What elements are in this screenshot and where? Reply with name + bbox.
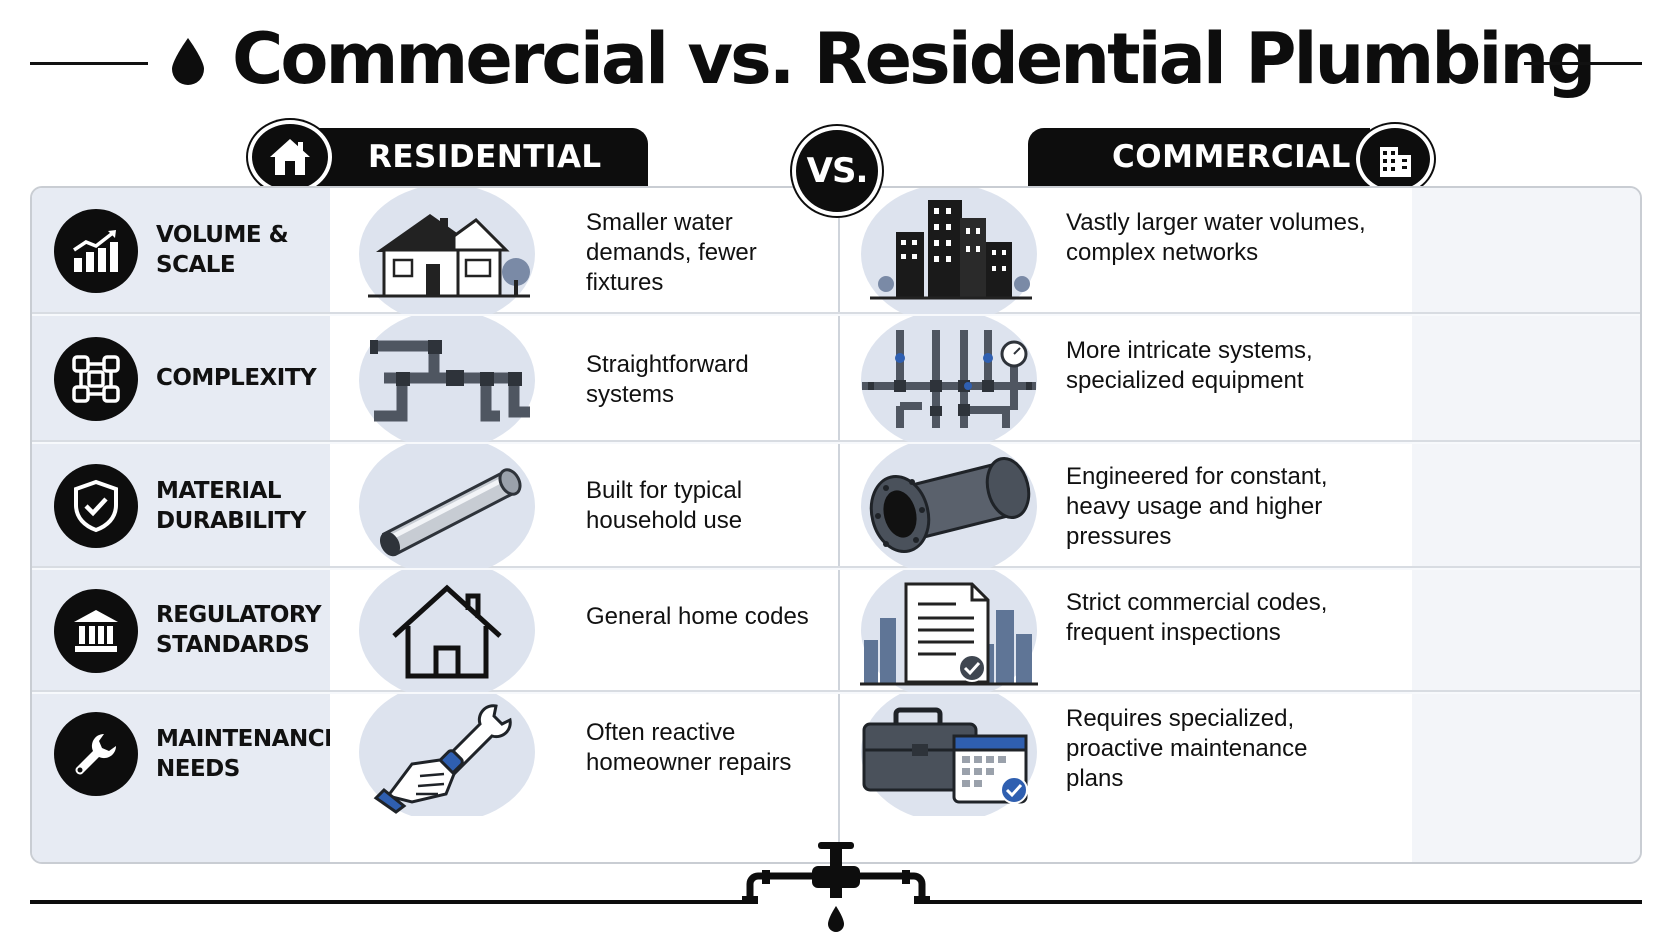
shield-check-icon <box>54 464 138 548</box>
footer-rule-left <box>30 900 750 904</box>
category-cell: MAINTENANCE NEEDS <box>32 694 340 862</box>
vs-badge: VS. <box>792 126 882 216</box>
commercial-description: Vastly larger water volumes, complex net… <box>1066 209 1366 266</box>
commercial-description: Strict commercial codes, frequent inspec… <box>1066 589 1328 646</box>
commercial-cell: Engineered for constant, heavy usage and… <box>840 444 1412 568</box>
network-nodes-icon <box>54 337 138 421</box>
commercial-description: Requires specialized, proactive maintena… <box>1066 705 1308 792</box>
column-divider <box>838 188 840 312</box>
document-city-illustration <box>860 570 1038 692</box>
faucet-pipe-icon <box>742 842 930 932</box>
residential-cell: General home codes <box>330 570 838 692</box>
thin-pipe-illustration <box>359 444 535 568</box>
title-rule-left <box>30 62 148 65</box>
trailing-cell <box>1412 444 1640 566</box>
column-divider <box>838 444 840 566</box>
trailing-cell <box>1412 694 1640 862</box>
page-title: Commercial vs. Residential Plumbing <box>232 18 1596 100</box>
category-label: REGULATORY STANDARDS <box>156 602 322 658</box>
category-cell: MATERIAL DURABILITY <box>32 444 330 566</box>
house-icon <box>248 120 332 194</box>
office-building-icon <box>1356 124 1434 194</box>
residential-cell: Built for typical household use <box>330 444 838 568</box>
residential-description: General home codes <box>586 603 809 630</box>
hand-wrench-illustration <box>359 694 535 816</box>
footer-rule-right <box>922 900 1642 904</box>
trailing-cell <box>1412 316 1640 440</box>
table-row-maintenance-needs: MAINTENANCE NEEDS Often reactive homeown… <box>32 694 1640 862</box>
skyscrapers-illustration <box>861 188 1037 314</box>
category-cell: VOLUME & SCALE <box>32 188 330 312</box>
government-building-icon <box>54 589 138 673</box>
category-label: MAINTENANCE NEEDS <box>156 726 340 782</box>
category-cell: REGULATORY STANDARDS <box>32 570 330 690</box>
category-label: COMPLEXITY <box>156 365 317 391</box>
residential-cell: Often reactive homeowner repairs <box>330 694 838 862</box>
column-divider <box>838 694 840 862</box>
category-cell: COMPLEXITY <box>32 316 330 440</box>
table-row-complexity: COMPLEXITY Straightforward systems <box>32 316 1640 442</box>
residential-description: Straightforward systems <box>586 351 749 408</box>
residential-cell: Straightforward systems <box>330 316 838 442</box>
commercial-description: More intricate systems, specialized equi… <box>1066 337 1313 394</box>
table-row-volume-scale: VOLUME & SCALE Smaller water demands, fe… <box>32 188 1640 314</box>
toolbox-calendar-illustration <box>861 694 1037 816</box>
commercial-cell: More intricate systems, specialized equi… <box>840 316 1412 442</box>
commercial-cell: Strict commercial codes, frequent inspec… <box>840 570 1412 692</box>
residential-cell: Smaller water demands, fewer fixtures <box>330 188 838 314</box>
flanged-pipe-illustration <box>861 444 1037 568</box>
simple-pipes-illustration <box>359 316 535 442</box>
column-divider <box>838 316 840 440</box>
comparison-table: VOLUME & SCALE Smaller water demands, fe… <box>30 186 1642 864</box>
house-illustration <box>359 188 535 314</box>
residential-description: Smaller water demands, fewer fixtures <box>586 209 757 296</box>
wrench-icon <box>54 712 138 796</box>
commercial-cell: Requires specialized, proactive maintena… <box>840 694 1412 862</box>
residential-description: Often reactive homeowner repairs <box>586 719 792 776</box>
title-rule-right <box>1524 62 1642 65</box>
water-drop-icon <box>172 38 204 85</box>
trailing-cell <box>1412 188 1640 312</box>
commercial-description: Engineered for constant, heavy usage and… <box>1066 463 1328 550</box>
residential-column-header: RESIDENTIAL <box>316 128 648 186</box>
commercial-column-header: COMMERCIAL <box>1028 128 1370 186</box>
table-row-regulatory-standards: REGULATORY STANDARDS General home codes <box>32 570 1640 692</box>
category-label: VOLUME & SCALE <box>156 222 289 278</box>
complex-pipes-gauge-illustration <box>861 316 1037 442</box>
trailing-cell <box>1412 570 1640 690</box>
house-outline-illustration <box>359 570 535 692</box>
growth-chart-icon <box>54 209 138 293</box>
table-row-material-durability: MATERIAL DURABILITY Built for typical ho… <box>32 444 1640 568</box>
category-label: MATERIAL DURABILITY <box>156 478 306 534</box>
commercial-cell: Vastly larger water volumes, complex net… <box>840 188 1412 314</box>
residential-description: Built for typical household use <box>586 477 743 534</box>
column-divider <box>838 570 840 690</box>
